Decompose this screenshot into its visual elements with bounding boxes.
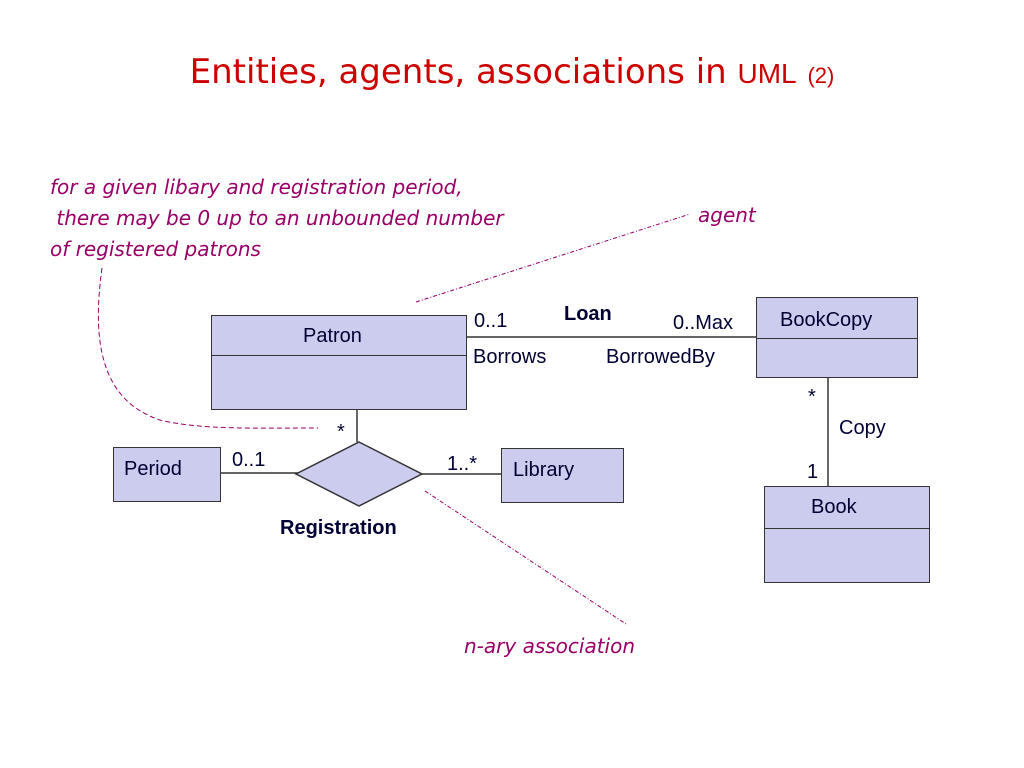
registration-association-name: Registration	[280, 517, 397, 539]
registration-diamond	[294, 441, 424, 507]
period-class-name: Period	[124, 458, 182, 480]
registration-mult-library: 1..*	[447, 453, 478, 475]
title-uml: UML	[737, 58, 797, 89]
library-class-name: Library	[513, 459, 575, 481]
constraint-note-connector	[97, 267, 319, 429]
copy-mult-bookcopy: *	[808, 386, 816, 408]
loan-role-bookcopy: BorrowedBy	[606, 346, 715, 368]
bookcopy-class-name: BookCopy	[780, 309, 873, 331]
copy-mult-book: 1	[807, 461, 819, 483]
patron-class-name: Patron	[303, 325, 362, 347]
loan-role-patron: Borrows	[473, 346, 547, 368]
loan-mult-bookcopy: 0..Max	[673, 312, 734, 334]
book-class	[764, 486, 930, 583]
constraint-note-line3: of registered patrons	[50, 237, 261, 261]
agent-note-connector	[415, 213, 691, 303]
period-class	[113, 447, 221, 502]
constraint-note: for a given libary and registration peri…	[50, 172, 504, 265]
constraint-note-line2: there may be 0 up to an unbounded number	[50, 206, 504, 230]
registration-mult-patron: *	[337, 421, 345, 443]
title-number: (2)	[807, 63, 835, 88]
library-class	[501, 448, 624, 503]
registration-mult-period: 0..1	[232, 449, 266, 471]
patron-class	[211, 315, 467, 410]
title-main: Entities, agents, associations in	[189, 52, 738, 92]
copy-association-name: Copy	[839, 417, 886, 439]
loan-association-name: Loan	[564, 303, 612, 325]
bookcopy-class	[756, 297, 918, 378]
nary-note-connector	[424, 490, 627, 625]
nary-association-note: n-ary association	[464, 634, 636, 658]
constraint-note-line1: for a given libary and registration peri…	[50, 175, 463, 199]
agent-note: agent	[698, 203, 756, 227]
loan-mult-patron: 0..1	[474, 310, 508, 332]
slide-title: Entities, agents, associations in UML (2…	[0, 52, 1024, 92]
book-class-name: Book	[811, 496, 857, 518]
